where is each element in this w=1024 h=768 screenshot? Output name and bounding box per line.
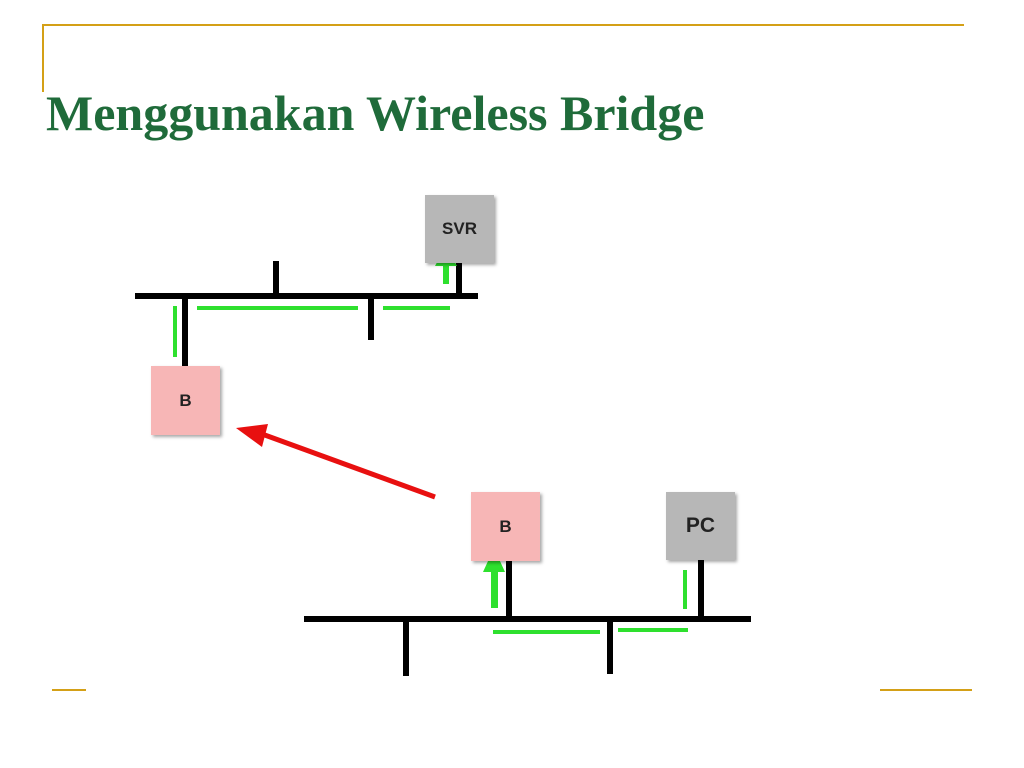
slide-frame [42,24,972,691]
top-network-segment [135,261,478,366]
bridge-node-bottom: B [471,492,540,561]
bridge-node-top: B [151,366,220,435]
arrow-head-icon [236,424,268,447]
bridge-top-label: B [179,390,192,410]
pc-node: PC [666,492,735,560]
server-label: SVR [442,219,477,238]
bottom-network-segment [304,560,751,676]
bottom-traffic-path [493,570,688,634]
pc-label: PC [685,514,716,537]
server-node: SVR [425,195,494,263]
slide-title: Menggunakan Wireless Bridge [46,85,705,141]
wireless-link-arrow [236,424,436,500]
bridge-bottom-label: B [499,516,512,536]
top-traffic-path [173,306,450,357]
